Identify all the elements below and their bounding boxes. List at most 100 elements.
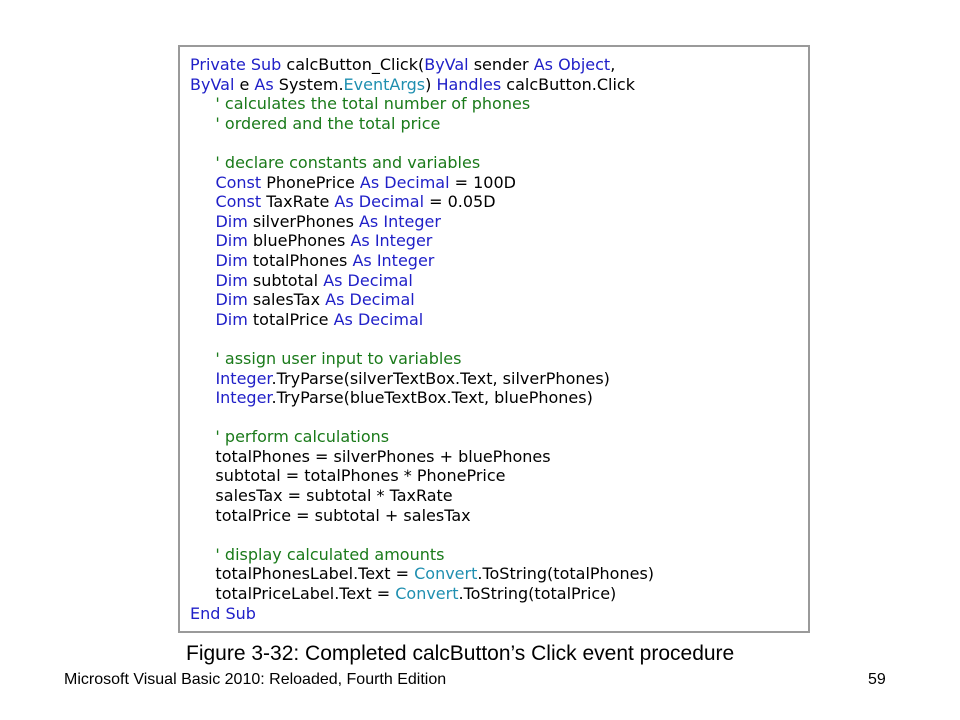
code-keyword: As (254, 74, 274, 94)
code-line: ' assign user input to variables (190, 349, 654, 369)
code-text (190, 173, 215, 192)
code-text: TaxRate (261, 192, 335, 212)
code-keyword: As Integer (358, 211, 441, 231)
code-text: totalPriceLabel.Text = (190, 584, 396, 604)
code-text: ) (425, 74, 437, 94)
code-comment: ' calculates the total number of phones (190, 94, 531, 114)
code-line: Integer.TryParse(silverTextBox.Text, sil… (190, 369, 654, 389)
code-line: ByVal e As System.EventArgs) Handles cal… (190, 75, 654, 95)
code-line: Dim silverPhones As Integer (190, 212, 654, 232)
code-text: calcButton_Click( (281, 55, 425, 74)
code-line: totalPrice = subtotal + salesTax (190, 506, 654, 526)
code-keyword: Integer (215, 368, 272, 388)
code-text: totalPhonesLabel.Text = (190, 564, 415, 584)
code-keyword: Dim (215, 270, 248, 290)
code-line: salesTax = subtotal * TaxRate (190, 486, 654, 506)
code-line: ' ordered and the total price (190, 114, 654, 134)
footer-book-title: Microsoft Visual Basic 2010: Reloaded, F… (64, 671, 447, 688)
code-text: e (234, 74, 255, 94)
code-comment: ' declare constants and variables (190, 152, 481, 172)
figure-caption: Figure 3-32: Completed calcButton’s Clic… (186, 642, 735, 665)
code-line: Dim salesTax As Decimal (190, 290, 654, 310)
footer-page-number: 59 (868, 671, 886, 688)
code-keyword: Handles (436, 74, 502, 94)
code-line (190, 525, 654, 545)
code-text: subtotal = totalPhones * PhonePrice (190, 466, 506, 486)
code-keyword: As Decimal (325, 290, 415, 310)
code-keyword: Dim (215, 250, 248, 270)
code-type: Convert (414, 564, 478, 584)
code-line: ' declare constants and variables (190, 153, 654, 173)
code-text: calcButton.Click (501, 74, 635, 94)
code-text (190, 212, 215, 231)
code-text (190, 192, 215, 211)
code-line: Const TaxRate As Decimal = 0.05D (190, 192, 654, 212)
code-text: salesTax (247, 290, 326, 310)
code-listing-box: Private Sub calcButton_Click(ByVal sende… (178, 45, 810, 633)
code-keyword: As Decimal (334, 192, 425, 212)
code-line: Dim totalPhones As Integer (190, 251, 654, 271)
code-text: PhonePrice (261, 172, 360, 192)
code-keyword: As Decimal (323, 270, 413, 290)
code-text: salesTax = subtotal * TaxRate (190, 486, 453, 506)
code-keyword: ByVal (424, 55, 469, 74)
code-line: Dim bluePhones As Integer (190, 231, 654, 251)
code-text: bluePhones (247, 231, 351, 251)
code-text: silverPhones (247, 211, 359, 231)
code-text (190, 231, 215, 250)
code-keyword: ByVal (190, 74, 235, 94)
code-comment: ' display calculated amounts (190, 544, 445, 564)
code-line: Dim totalPrice As Decimal (190, 310, 654, 330)
code-keyword: Const (215, 192, 262, 212)
code-text (190, 251, 215, 270)
code-text (190, 388, 215, 407)
code-type: Convert (395, 584, 459, 604)
code-text (190, 310, 215, 329)
code-text: totalPrice = subtotal + salesTax (190, 505, 471, 525)
code-keyword: As Object (533, 55, 611, 74)
code-keyword: As Integer (352, 250, 435, 270)
code-comment: ' ordered and the total price (190, 113, 441, 133)
code-line: Const PhonePrice As Decimal = 100D (190, 173, 654, 193)
code-text: .TryParse(blueTextBox.Text, bluePhones) (271, 388, 593, 408)
code-text: subtotal (247, 270, 324, 290)
code-keyword: As Decimal (333, 309, 424, 329)
code-comment: ' assign user input to variables (190, 348, 462, 368)
code-keyword: Integer (215, 388, 272, 408)
code-text: = 0.05D (424, 192, 496, 212)
code-text: totalPhones (247, 250, 353, 270)
code-text: totalPrice (247, 309, 334, 329)
code-line: subtotal = totalPhones * PhonePrice (190, 466, 654, 486)
code-line: ' calculates the total number of phones (190, 94, 654, 114)
code-text: totalPhones = silverPhones + bluePhones (190, 446, 551, 466)
code-listing: Private Sub calcButton_Click(ByVal sende… (190, 55, 654, 623)
code-line: ' display calculated amounts (190, 545, 654, 565)
code-keyword: As Integer (350, 231, 433, 251)
code-text: .TryParse(silverTextBox.Text, silverPhon… (271, 368, 610, 388)
code-text (190, 271, 215, 290)
code-text: sender (468, 55, 534, 74)
code-keyword: End Sub (190, 603, 256, 623)
code-text: .ToString(totalPhones) (477, 564, 655, 584)
code-line (190, 408, 654, 428)
code-keyword: Dim (215, 231, 248, 251)
code-line (190, 133, 654, 153)
code-line (190, 329, 654, 349)
code-text: , (610, 55, 616, 74)
code-line: Private Sub calcButton_Click(ByVal sende… (190, 55, 654, 75)
code-line: Dim subtotal As Decimal (190, 271, 654, 291)
code-line: ' perform calculations (190, 427, 654, 447)
code-type: EventArgs (343, 74, 426, 94)
code-line: totalPhonesLabel.Text = Convert.ToString… (190, 564, 654, 584)
code-line: End Sub (190, 604, 654, 624)
code-keyword: Dim (215, 290, 248, 310)
code-comment: ' perform calculations (190, 427, 390, 447)
code-text: .ToString(totalPrice) (458, 584, 617, 604)
code-text (190, 369, 215, 388)
code-keyword: Dim (215, 211, 248, 231)
code-text: = 100D (449, 172, 516, 192)
code-keyword: As Decimal (359, 172, 450, 192)
code-line: Integer.TryParse(blueTextBox.Text, blueP… (190, 388, 654, 408)
code-keyword: Private Sub (190, 55, 282, 74)
